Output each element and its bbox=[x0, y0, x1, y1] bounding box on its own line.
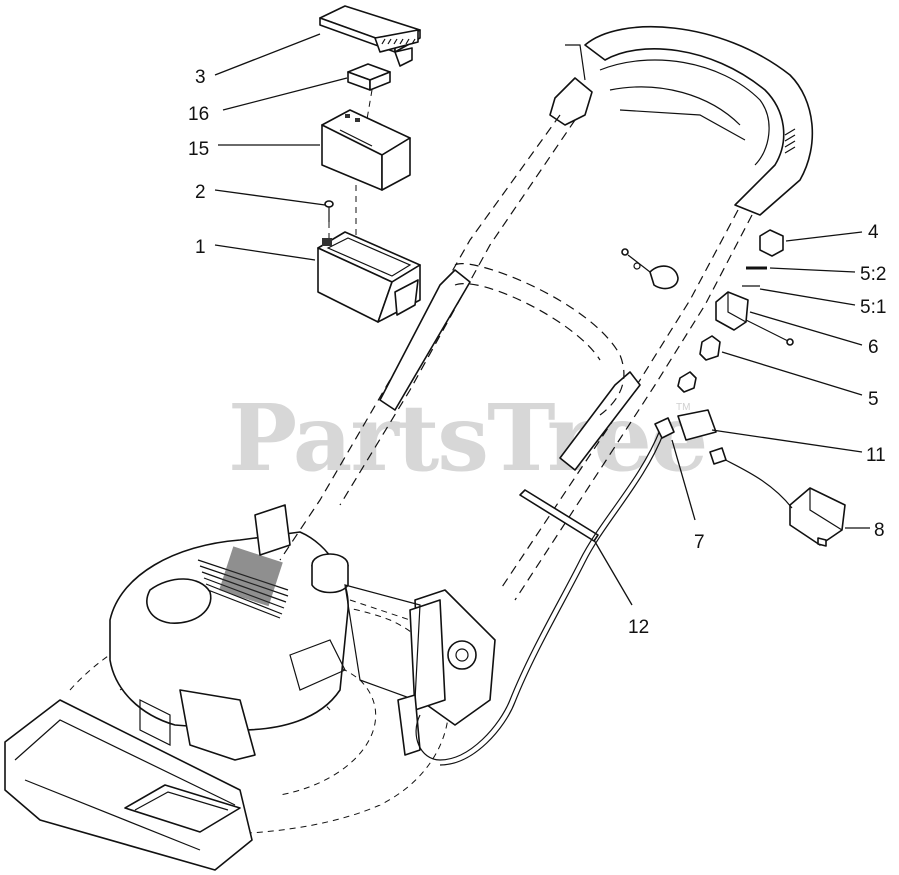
leader-lines bbox=[214, 33, 870, 606]
part-4-cap bbox=[759, 229, 784, 257]
watermark-trademark: TM bbox=[676, 402, 690, 413]
part-11-label bbox=[677, 409, 717, 441]
part-16-pad bbox=[347, 63, 391, 91]
small-connector bbox=[677, 371, 697, 393]
callout-7: 7 bbox=[694, 532, 705, 553]
callout-11: 11 bbox=[866, 445, 886, 466]
callout-12: 12 bbox=[628, 617, 649, 638]
callout-2: 2 bbox=[195, 182, 206, 203]
callout-5-1: 5:1 bbox=[860, 297, 886, 318]
handle-assembly bbox=[254, 26, 814, 756]
part-5-connector bbox=[699, 335, 721, 361]
callout-5: 5 bbox=[868, 389, 879, 410]
part-3-battery-cover bbox=[319, 5, 421, 67]
watermark-text: PartsTree bbox=[228, 384, 706, 492]
part-6-switch-housing bbox=[715, 291, 794, 346]
callout-3: 3 bbox=[195, 67, 206, 88]
callout-8: 8 bbox=[874, 520, 885, 541]
part-2-screw bbox=[324, 200, 334, 240]
part-15-battery bbox=[321, 109, 411, 191]
callout-labels: 3 16 15 2 1 4 5:2 5:1 6 5 11 7 8 12 bbox=[188, 67, 886, 638]
part-8-charger bbox=[709, 447, 846, 547]
guide-line-16 bbox=[365, 89, 373, 126]
callout-16: 16 bbox=[188, 104, 209, 125]
engine bbox=[109, 531, 349, 761]
callout-4: 4 bbox=[868, 222, 879, 243]
callout-15: 15 bbox=[188, 139, 209, 160]
callout-1: 1 bbox=[195, 237, 206, 258]
part-1-battery-tray bbox=[317, 231, 421, 323]
callout-5-2: 5:2 bbox=[860, 264, 886, 285]
mower-deck bbox=[4, 602, 450, 871]
drive-cable bbox=[415, 417, 675, 766]
grip-knob bbox=[621, 248, 679, 290]
callout-6: 6 bbox=[868, 337, 879, 358]
